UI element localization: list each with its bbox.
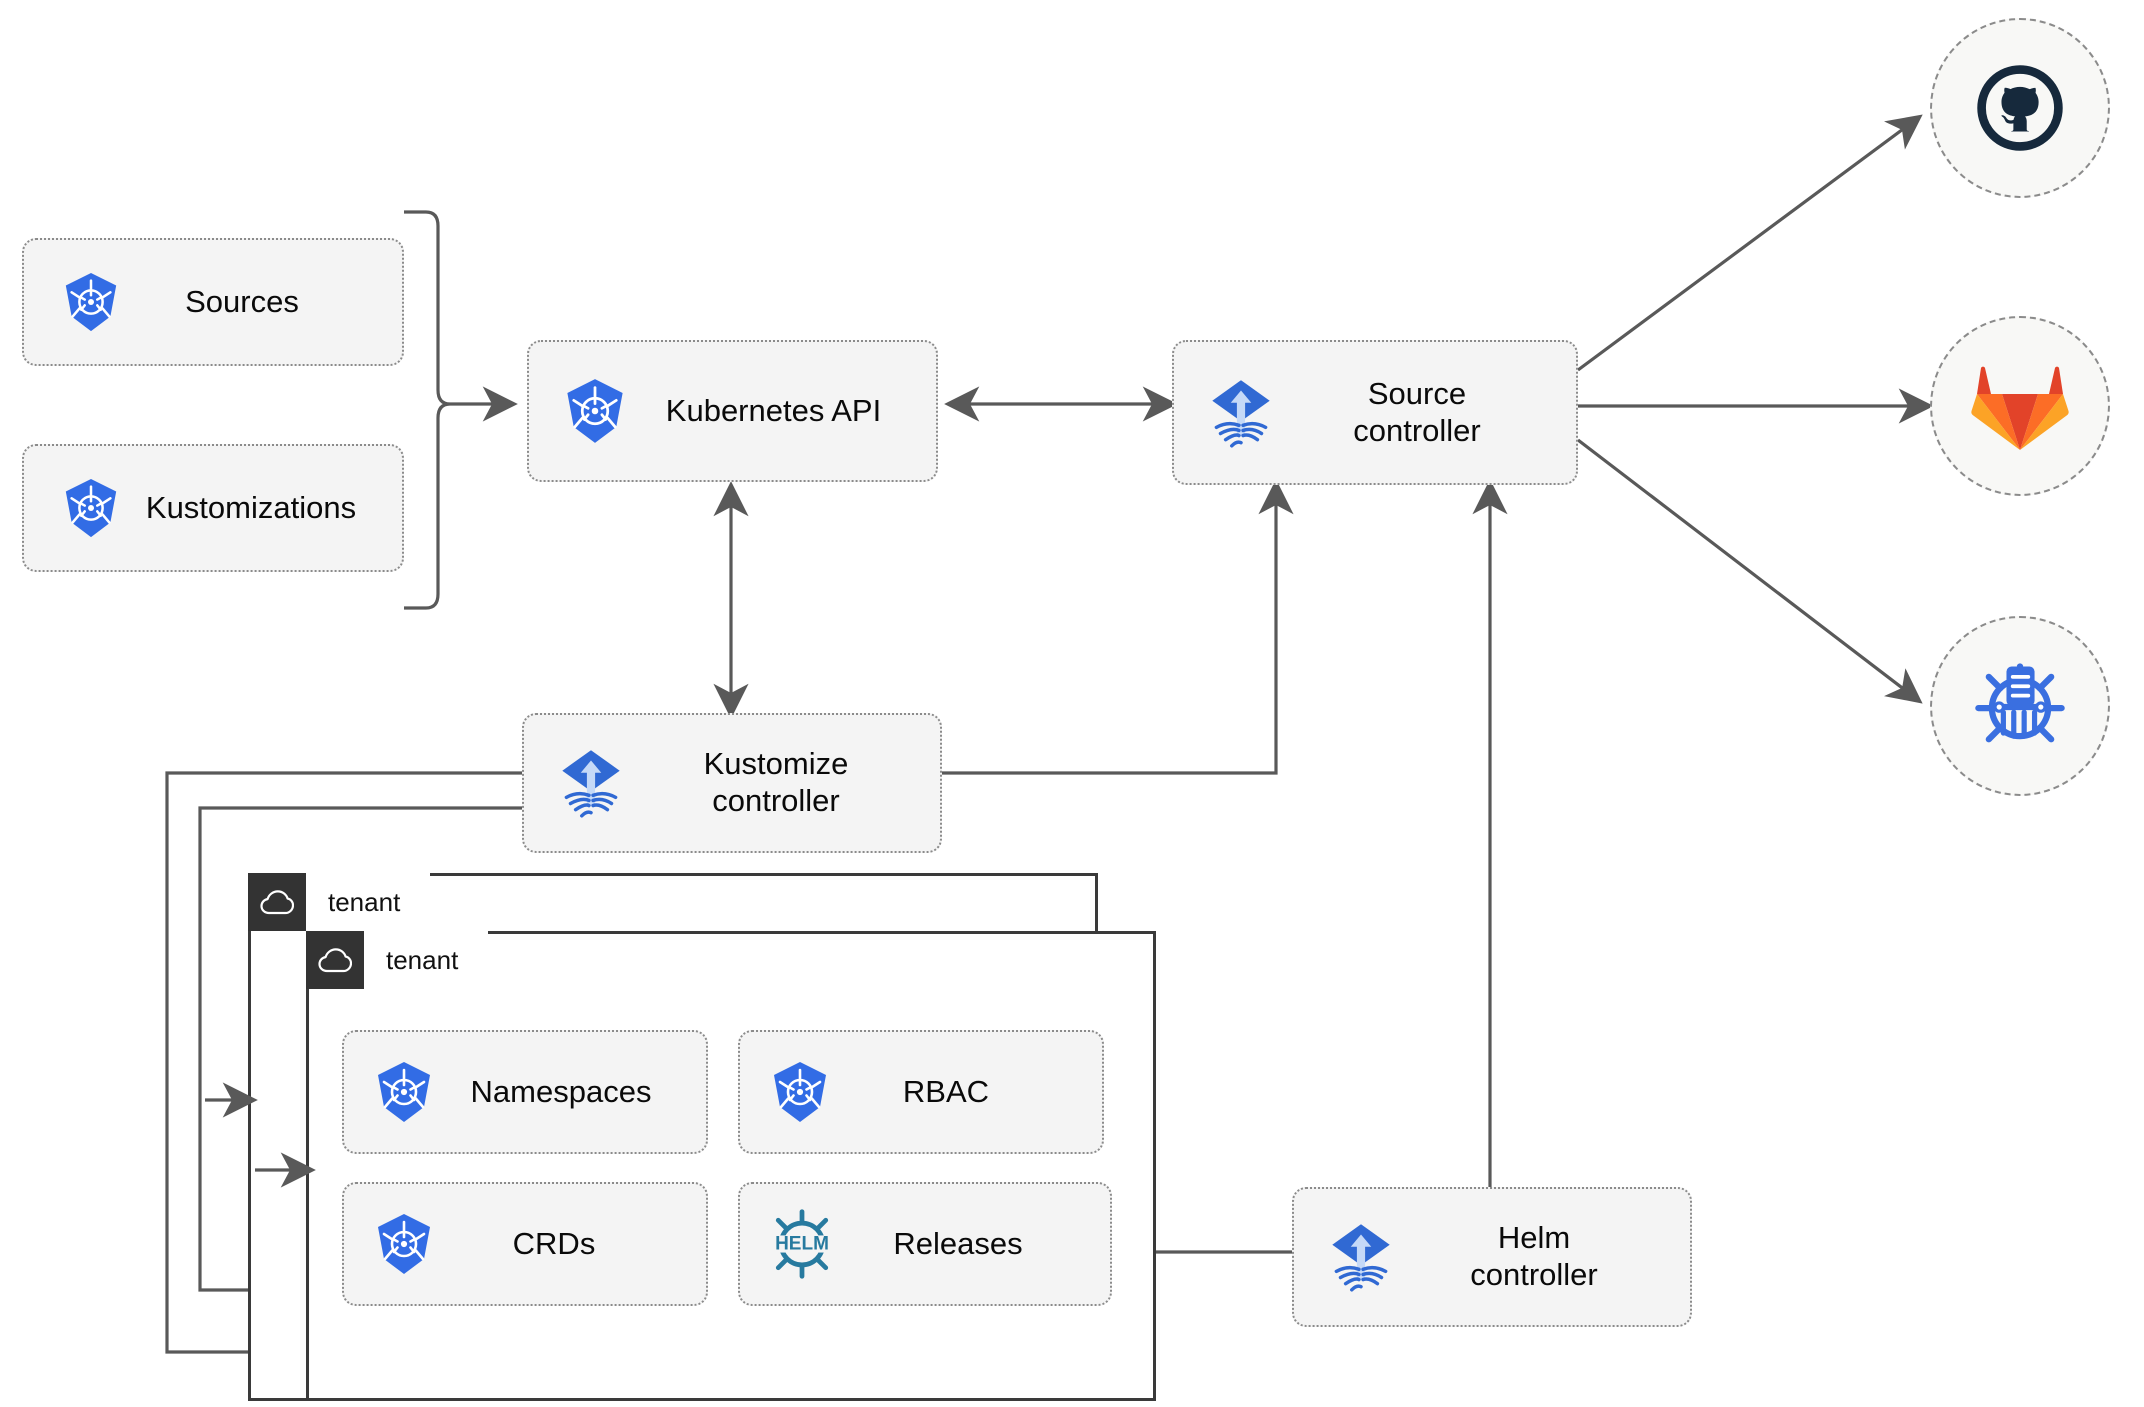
kubernetes-glyph — [65, 272, 117, 332]
kubernetes-icon — [372, 1212, 436, 1276]
node-helm-repository[interactable] — [1930, 616, 2110, 796]
kubernetes-glyph — [65, 478, 117, 538]
node-helm-controller[interactable]: Helm controller — [1292, 1187, 1692, 1327]
node-kustomize-controller[interactable]: Kustomize controller — [522, 713, 942, 853]
flux-icon — [1320, 1216, 1402, 1298]
wire-sourcectrl-github — [1577, 114, 1923, 372]
flux-glyph — [562, 750, 620, 818]
node-releases[interactable]: HELM Releases — [738, 1182, 1112, 1306]
kubernetes-glyph — [567, 379, 623, 443]
cloud-icon — [248, 873, 306, 931]
node-kustomize-controller-label: Kustomize controller — [703, 746, 849, 818]
node-kustomizations-label: Kustomizations — [145, 489, 357, 525]
tenant-inner-title: tenant — [364, 931, 489, 989]
helm-icon: HELM — [764, 1206, 840, 1282]
kubernetes-glyph — [378, 1214, 430, 1274]
flux-icon — [1200, 372, 1282, 454]
tenant-outer-header: tenant — [248, 873, 431, 931]
tenant-outer-title: tenant — [306, 873, 431, 931]
kubernetes-icon — [768, 1060, 832, 1124]
node-sources[interactable]: Sources — [22, 238, 404, 366]
node-gitlab[interactable] — [1930, 316, 2110, 496]
gitlab-icon — [1971, 366, 2069, 450]
flux-icon — [550, 742, 632, 824]
helm-glyph: HELM — [769, 1209, 835, 1279]
helm-repository-icon — [1975, 663, 2065, 743]
flux-glyph — [1212, 379, 1270, 448]
wire-sourcectrl-helmrepo — [1577, 438, 1923, 704]
kubernetes-icon — [60, 271, 122, 333]
node-rbac-label: RBAC — [902, 1073, 990, 1109]
svg-text:HELM: HELM — [775, 1234, 829, 1255]
node-sources-label: Sources — [185, 283, 299, 319]
node-kubernetes-api[interactable]: Kubernetes API — [527, 340, 938, 482]
kubernetes-icon — [372, 1060, 436, 1124]
node-releases-label: Releases — [893, 1225, 1023, 1261]
flux-glyph — [1332, 1224, 1390, 1292]
kubernetes-glyph — [774, 1062, 826, 1122]
node-crds[interactable]: CRDs — [342, 1182, 708, 1306]
node-kustomizations[interactable]: Kustomizations — [22, 444, 404, 572]
wire-kustomizectrl-sourcectrl — [942, 479, 1294, 775]
kubernetes-icon — [561, 377, 629, 445]
node-source-controller-label: Source controller — [1353, 375, 1481, 448]
tenant-inner-header: tenant — [306, 931, 489, 989]
cloud-glyph — [260, 890, 294, 915]
node-source-controller[interactable]: Source controller — [1172, 340, 1578, 485]
github-icon — [1977, 65, 2063, 151]
cloud-icon — [306, 931, 364, 989]
node-crds-label: CRDs — [512, 1225, 596, 1261]
node-github[interactable] — [1930, 18, 2110, 198]
kubernetes-icon — [60, 477, 122, 539]
wire-sources-brace — [404, 210, 451, 610]
tenant-inner-container — [306, 931, 1156, 1401]
node-namespaces-label: Namespaces — [470, 1073, 652, 1109]
node-namespaces[interactable]: Namespaces — [342, 1030, 708, 1154]
kubernetes-glyph — [378, 1062, 430, 1122]
cloud-glyph — [318, 948, 352, 973]
node-rbac[interactable]: RBAC — [738, 1030, 1104, 1154]
node-helm-controller-label: Helm controller — [1470, 1220, 1598, 1292]
node-kubernetes-api-label: Kubernetes API — [665, 392, 882, 428]
